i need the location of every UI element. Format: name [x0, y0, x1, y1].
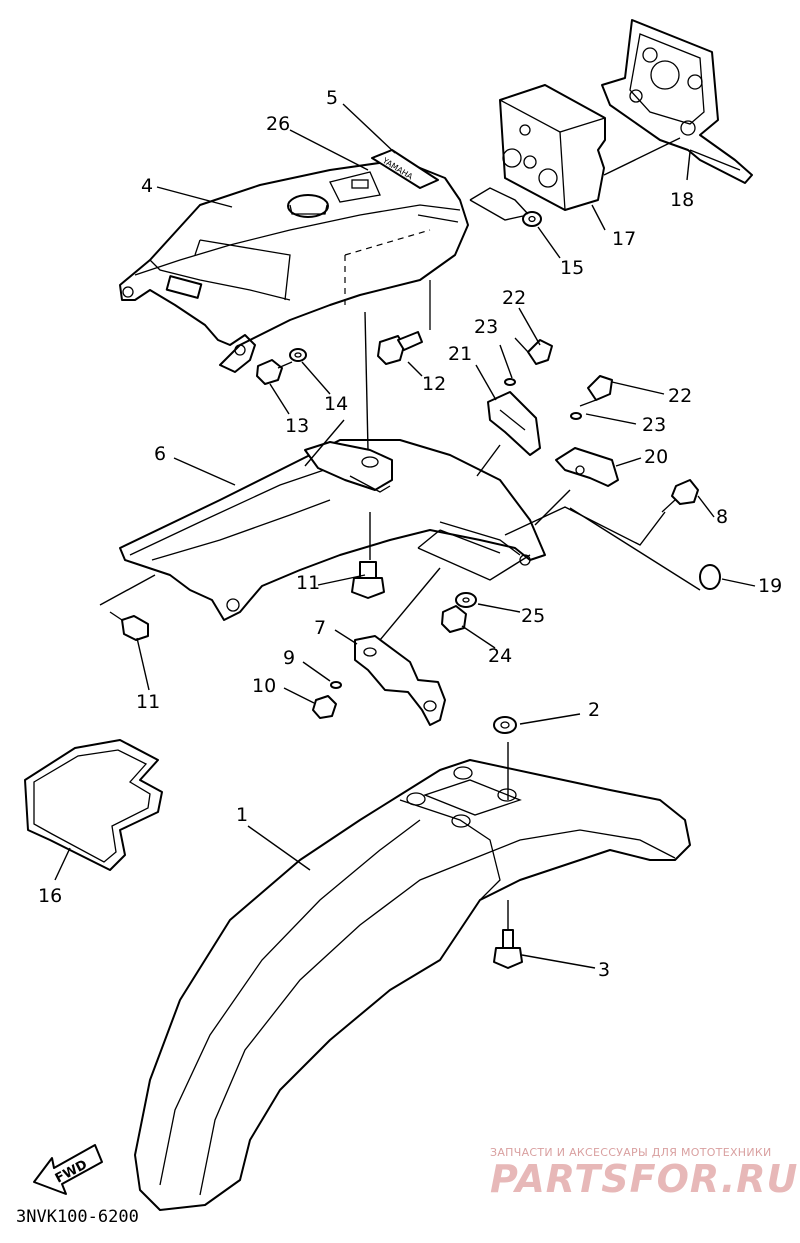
- bolt-12-part: [377, 331, 423, 365]
- bracket-7-part: [354, 635, 446, 726]
- part-label-10: 10: [252, 675, 276, 697]
- part-label-7: 7: [314, 617, 326, 639]
- part-label-26: 26: [266, 113, 290, 135]
- washer-15-part: [522, 211, 542, 227]
- box-17-part: [499, 84, 606, 211]
- bolt-11a-part: [351, 561, 385, 599]
- part-label-17: 17: [612, 228, 636, 250]
- part-label-22b: 22: [668, 385, 692, 407]
- part-label-2: 2: [588, 699, 600, 721]
- reflector-19-part: [699, 564, 721, 590]
- part-label-12: 12: [422, 373, 446, 395]
- bolt-11b-part: [109, 611, 149, 641]
- leader-lines: [54, 103, 756, 969]
- fender-center-6-part: [119, 439, 546, 621]
- part-label-14: 14: [324, 393, 348, 415]
- part-label-21: 21: [448, 343, 472, 365]
- watermark-tagline: ЗАПЧАСТИ И АКСЕССУАРЫ ДЛЯ МОТОТЕХНИКИ: [490, 1146, 772, 1159]
- part-label-15: 15: [560, 257, 584, 279]
- bolt-3-part: [493, 929, 523, 969]
- fwd-arrow: FWD: [33, 1144, 103, 1195]
- washer-23b-part: [570, 412, 582, 420]
- diagram-code: 3NVK100-6200: [16, 1207, 139, 1227]
- bolt-22b-part: [579, 375, 613, 407]
- part-label-11b: 11: [136, 691, 160, 713]
- part-label-5: 5: [326, 87, 338, 109]
- washer-2-part: [493, 716, 517, 734]
- watermark: ЗАПЧАСТИ И АКСЕССУАРЫ ДЛЯ МОТОТЕХНИКИ PA…: [490, 1146, 798, 1201]
- bolt-13-part: [256, 359, 293, 385]
- part-label-1: 1: [236, 804, 248, 826]
- washer-14-part: [289, 348, 307, 362]
- bolt-8-part: [661, 479, 699, 513]
- nut-10-part: [312, 695, 337, 719]
- rear-fender-1-part: [134, 759, 691, 1211]
- part-labels: 1 2 3 4 5 6 7 8 9 10 11 11 12 13 14 15 1…: [38, 87, 782, 981]
- mudflap-16-part: [24, 739, 163, 871]
- bracket-20-part: [555, 447, 619, 487]
- part-label-3: 3: [598, 959, 610, 981]
- part-label-24: 24: [488, 645, 512, 667]
- rear-cover-4-part: [119, 159, 469, 373]
- bracket-21-part: [487, 391, 541, 456]
- part-label-19: 19: [758, 575, 782, 597]
- part-label-18: 18: [670, 189, 694, 211]
- washer-9-part: [330, 681, 342, 689]
- part-label-6: 6: [154, 443, 166, 465]
- washer-25-part: [455, 592, 477, 608]
- part-label-23b: 23: [642, 414, 666, 436]
- part-label-4: 4: [141, 175, 153, 197]
- part-label-13: 13: [285, 415, 309, 437]
- nut-24-part: [441, 605, 467, 633]
- part-label-20: 20: [644, 446, 668, 468]
- part-label-25: 25: [521, 605, 545, 627]
- part-label-9: 9: [283, 647, 295, 669]
- part-label-8: 8: [716, 506, 728, 528]
- part-label-16: 16: [38, 885, 62, 907]
- part-label-11a: 11: [296, 572, 320, 594]
- part-label-23a: 23: [474, 316, 498, 338]
- watermark-brand: PARTSFOR.RU: [490, 1157, 798, 1201]
- washer-23a-part: [504, 378, 516, 386]
- bolt-22a-part: [514, 337, 553, 365]
- bracket-18-part: [601, 19, 753, 184]
- part-label-22a: 22: [502, 287, 526, 309]
- connection-lines: [99, 137, 701, 930]
